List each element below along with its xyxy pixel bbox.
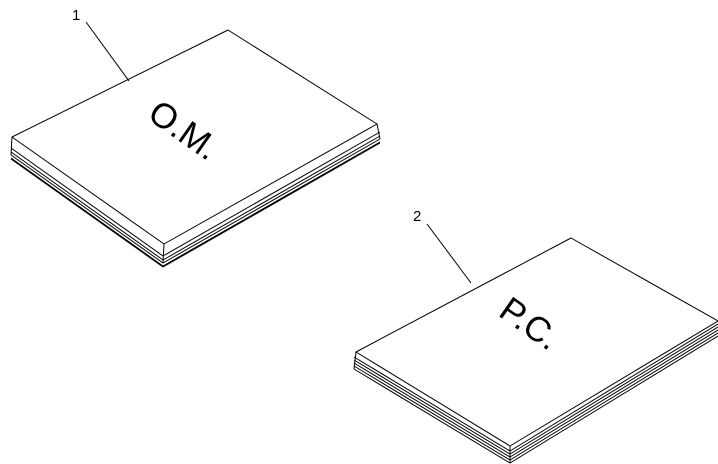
callout-2-leader (426, 223, 472, 284)
booklet-om: O.M. (10, 29, 381, 268)
booklet-pc: P.C. (353, 237, 718, 464)
callout-1-leader (85, 21, 130, 82)
callout-1-number: 1 (72, 7, 80, 24)
callout-2-number: 2 (413, 208, 421, 225)
callout-1: 1 (72, 7, 130, 82)
callout-2: 2 (413, 208, 472, 284)
